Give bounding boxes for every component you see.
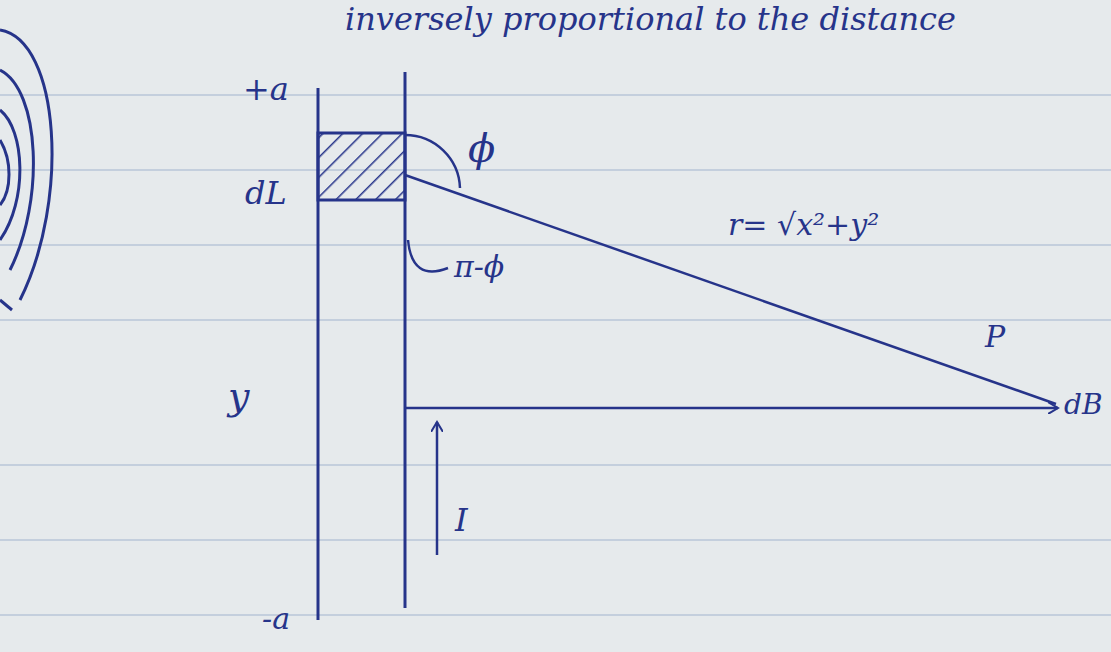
conductor	[318, 72, 405, 620]
math-label: ϕ	[468, 126, 495, 170]
math-label: dL	[245, 176, 287, 211]
math-label: dB	[1064, 390, 1103, 421]
paper-rule	[0, 95, 1111, 615]
math-label: π-ϕ	[454, 250, 504, 283]
math-label: y	[228, 376, 249, 418]
geometry-lines	[405, 135, 1058, 555]
field-lines	[0, 30, 52, 310]
math-label: +a	[243, 72, 289, 107]
note-text: inversely proportional to the distance	[345, 2, 956, 37]
math-label: -a	[262, 602, 290, 635]
math-label: P	[985, 320, 1005, 353]
math-label: I	[455, 503, 468, 538]
math-label: r= √x²+y²	[728, 208, 879, 241]
